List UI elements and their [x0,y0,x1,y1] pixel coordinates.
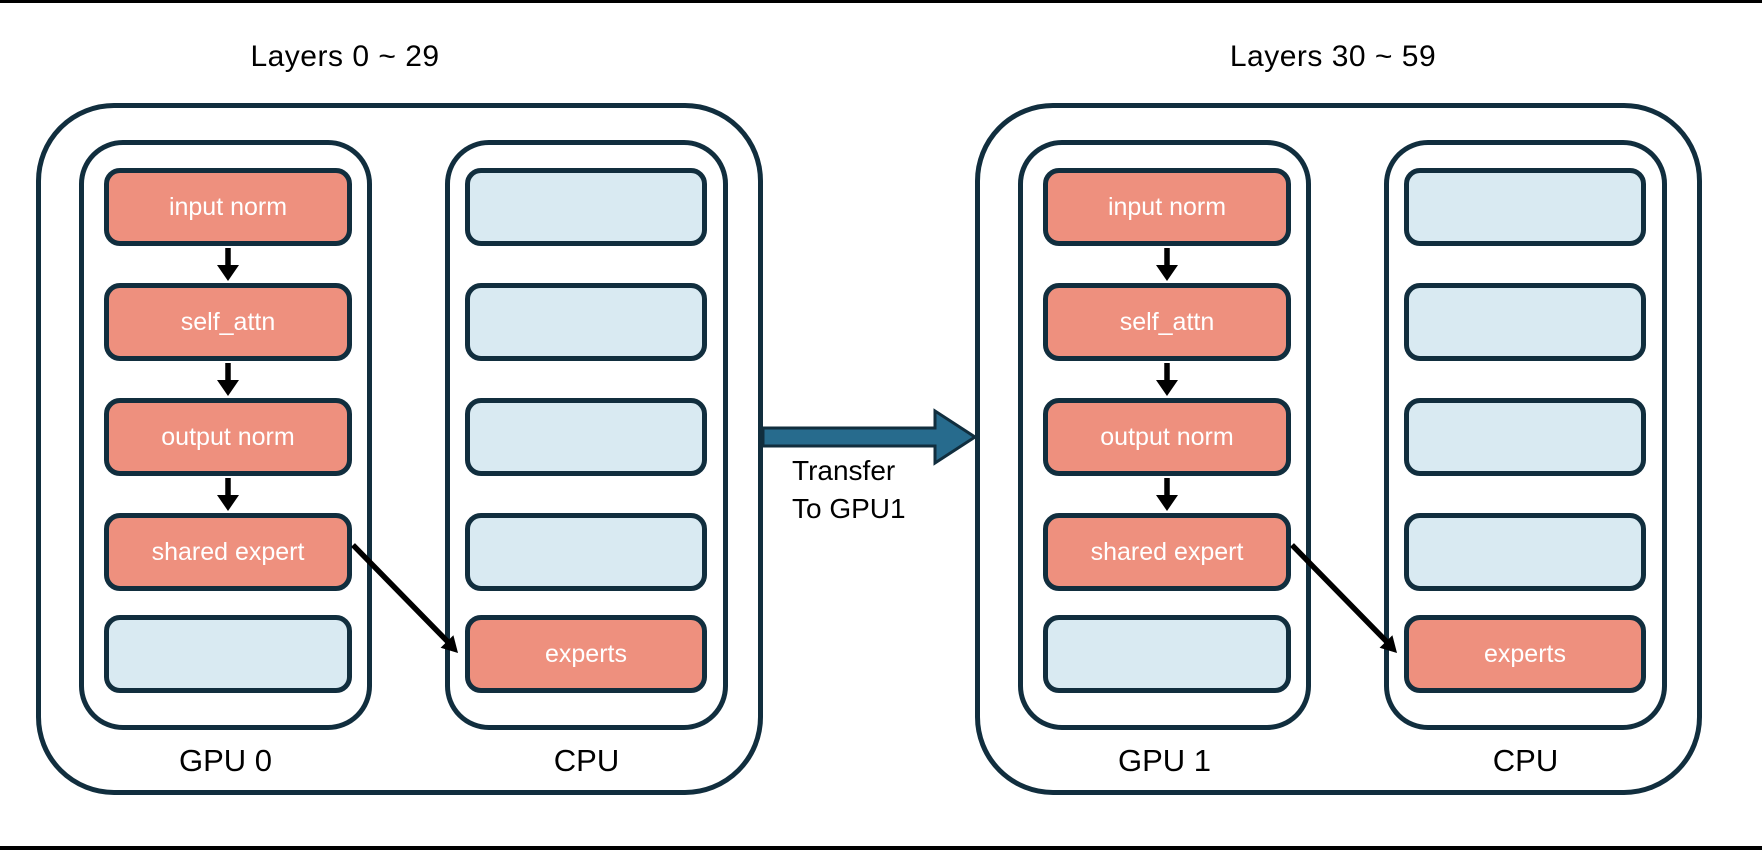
empty-slot-box [465,283,707,361]
layer-range-title-30-59: Layers 30 ~ 59 [1229,40,1437,73]
transfer-label-line2: To GPU1 [792,493,906,524]
gpu1-label: GPU 1 [1117,743,1212,778]
empty-slot-box [465,513,707,591]
self-attn-box: self_attn [1043,283,1291,361]
empty-slot-box [1404,168,1646,246]
empty-slot-box [1404,283,1646,361]
cpu-label: CPU [553,743,620,778]
transfer-label: Transfer To GPU1 [792,452,992,528]
experts-box: experts [1404,615,1646,693]
input-norm-box: input norm [104,168,352,246]
shared-expert-box: shared expert [104,513,352,591]
shared-expert-box: shared expert [1043,513,1291,591]
empty-slot-box [465,168,707,246]
input-norm-box: input norm [1043,168,1291,246]
transfer-label-line1: Transfer [792,455,896,486]
output-norm-box: output norm [1043,398,1291,476]
empty-slot-box [1404,513,1646,591]
empty-slot-box [1043,615,1291,693]
output-norm-box: output norm [104,398,352,476]
transfer-arrow-icon [763,408,978,466]
top-border-line [0,0,1762,3]
layer-group-0-29: input norm self_attn output norm shared … [36,103,763,795]
empty-slot-box [465,398,707,476]
cpu-label: CPU [1492,743,1559,778]
self-attn-box: self_attn [104,283,352,361]
empty-slot-box [104,615,352,693]
gpu0-label: GPU 0 [178,743,273,778]
empty-slot-box [1404,398,1646,476]
layer-range-title-0-29: Layers 0 ~ 29 [250,40,440,73]
bottom-border-line [0,846,1762,850]
experts-box: experts [465,615,707,693]
layer-group-30-59: input norm self_attn output norm shared … [975,103,1702,795]
